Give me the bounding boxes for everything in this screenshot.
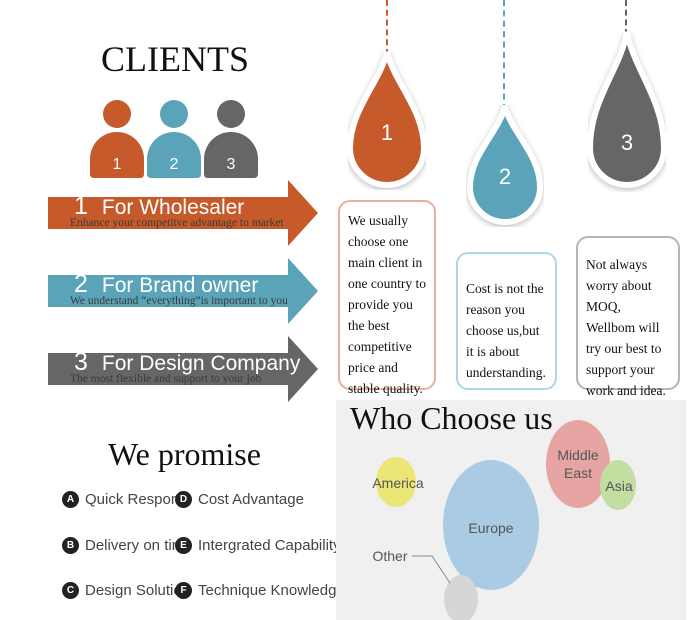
bubble-other-label: Other — [372, 548, 408, 564]
bubble-middle-east — [546, 420, 610, 508]
bubble-america-label: America — [372, 475, 424, 491]
dashed-line — [625, 0, 627, 35]
clients-title: CLIENTS — [101, 39, 249, 79]
drop-2-text: Cost is not the reason you choose us,but… — [456, 252, 557, 390]
arrow-label: For Wholesaler — [101, 196, 245, 219]
letter-badge: C — [62, 582, 79, 599]
client-icon-2: 2 — [147, 100, 201, 178]
letter-badge: F — [175, 582, 192, 599]
letter-badge: E — [175, 537, 192, 554]
letter-badge: A — [62, 491, 79, 508]
arrow-subtitle: We understand “everything”is important t… — [70, 295, 288, 307]
bubble-europe-label: Europe — [468, 520, 514, 536]
promise-item: C Design Solution — [62, 582, 190, 599]
client-icon-1: 1 — [90, 100, 144, 178]
bubble-europe — [443, 460, 539, 590]
drop-2-number: 2 — [498, 164, 512, 189]
other-pointer-line — [412, 555, 451, 584]
drop-1-text: We usually choose one main client in one… — [338, 200, 436, 396]
drop-3-number: 3 — [620, 130, 634, 155]
drop-3-text: Not always worry about MOQ, Wellbom will… — [576, 236, 680, 398]
promise-item: D Cost Advantage — [175, 491, 304, 508]
promise-title: We promise — [108, 436, 261, 472]
drop-1-number: 1 — [380, 120, 394, 145]
arrow-shape — [48, 180, 318, 246]
bubble-middle-east-label: Middle East — [557, 447, 599, 481]
who-choose-us-title: Who Choose us — [350, 400, 553, 436]
promise-item: B Delivery on time — [62, 537, 193, 554]
arrow-label: For Brand owner — [101, 274, 259, 297]
arrow-shape — [48, 336, 318, 402]
arrow-shape — [48, 258, 318, 324]
who-choose-us-panel: Who Choose us America Europe Middle East… — [336, 400, 686, 620]
drop-3-icon — [588, 31, 666, 188]
drop-1-icon — [348, 51, 426, 188]
drop-2-icon — [466, 105, 544, 225]
promise-item: A Quick Respond — [62, 491, 188, 508]
arrow-subtitle: The most flexible and support to your jo… — [70, 373, 262, 385]
letter-badge: D — [175, 491, 192, 508]
promise-item: F Technique Knowledge — [175, 582, 345, 599]
bubble-asia-label: Asia — [605, 478, 633, 494]
bubble-asia — [600, 460, 636, 510]
dashed-line — [503, 0, 505, 110]
dashed-line — [386, 0, 388, 55]
arrow-label: For Design Company — [101, 352, 301, 375]
letter-badge: B — [62, 537, 79, 554]
arrow-subtitle: Enhance your competitve advantage to mar… — [70, 217, 284, 229]
client-icon-3: 3 — [204, 100, 258, 178]
promise-item: E Intergrated Capability — [175, 537, 341, 554]
bubble-america — [376, 457, 416, 507]
